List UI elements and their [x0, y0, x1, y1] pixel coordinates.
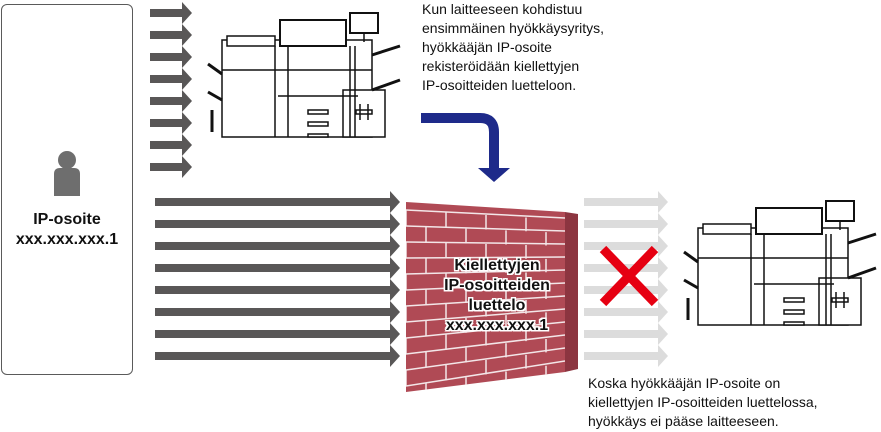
blocklist-line: Kiellettyjen	[454, 257, 540, 274]
mortar-line	[406, 360, 565, 387]
attack-arrow	[150, 2, 192, 24]
flow-arrow-icon	[421, 113, 510, 182]
printer-icon	[207, 12, 401, 138]
printer-icon	[683, 200, 877, 326]
caption-line: hyökkääjän IP-osoite	[422, 39, 552, 55]
printer-part	[847, 266, 877, 280]
attack-arrow	[150, 46, 192, 68]
blocked-x-icon	[599, 245, 659, 307]
blocklist-ip: xxx.xxx.xxx.1	[445, 317, 549, 334]
mortar-line	[406, 209, 565, 219]
printer-part	[831, 297, 849, 303]
printer-part	[371, 78, 401, 92]
mortar-line	[406, 308, 565, 323]
attack-arrow	[155, 213, 400, 235]
blocklist-label: Kiellettyjen IP-osoitteiden luettelo xxx…	[412, 256, 582, 336]
attack-arrow	[155, 235, 400, 257]
caption-line: Koska hyökkääjän IP-osoite on	[588, 375, 781, 391]
attack-arrow	[150, 24, 192, 46]
printer-part	[783, 321, 805, 326]
blocked-arrow	[584, 301, 668, 323]
mortar-line	[406, 241, 565, 245]
attack-arrow	[155, 323, 400, 345]
mortar-line	[406, 282, 565, 291]
blocklist-line: luettelo	[468, 297, 526, 314]
printer-part	[825, 200, 855, 222]
attack-arrow	[155, 257, 400, 279]
printer-part	[307, 133, 329, 138]
printer-part	[355, 109, 373, 115]
mortar-line	[406, 321, 565, 339]
attack-arrow	[155, 191, 400, 213]
attack-arrow	[150, 90, 192, 112]
printer-part	[783, 309, 805, 315]
printer-part	[226, 35, 276, 47]
attack-arrow	[155, 345, 400, 367]
person-icon	[54, 151, 80, 196]
blocked-arrow	[584, 279, 668, 301]
printer-part	[702, 223, 752, 235]
attack-arrow	[155, 301, 400, 323]
attack-arrows-bottom	[155, 191, 400, 367]
blocked-arrow	[584, 323, 668, 345]
attack-arrow	[150, 68, 192, 90]
printer-part	[371, 44, 401, 57]
attacker-ip-address: xxx.xxx.xxx.1	[15, 231, 119, 248]
mortar-line	[406, 295, 565, 307]
printer-part	[207, 62, 223, 76]
printer-part	[349, 12, 379, 34]
caption-line: ensimmäinen hyökkäysyritys,	[422, 20, 605, 36]
printer-part	[279, 19, 347, 47]
blocked-arrow	[584, 191, 668, 213]
mortar-line	[406, 269, 565, 275]
attacker-ip-label: IP-osoite	[33, 211, 101, 228]
attack-arrow	[150, 156, 192, 178]
caption-line: IP-osoitteiden luetteloon.	[422, 77, 577, 93]
blocked-arrow	[584, 213, 668, 235]
printer-part	[683, 250, 699, 264]
mortar-line	[406, 334, 565, 355]
attack-arrow	[155, 279, 400, 301]
printer-part	[207, 90, 223, 102]
blocklist-line: IP-osoitteiden	[444, 277, 550, 294]
mortar-line	[406, 347, 565, 371]
caption-line: hyökkäys ei pääse laitteeseen.	[588, 413, 779, 429]
mortar-line	[406, 225, 565, 232]
attack-arrows-top	[150, 2, 192, 178]
printer-part	[783, 297, 805, 303]
printer-part	[847, 232, 877, 245]
printer-part	[683, 278, 699, 290]
attacker-panel	[1, 4, 133, 375]
blocked-arrow	[584, 235, 668, 257]
brick-wall-icon	[406, 202, 578, 392]
printer-part	[755, 207, 823, 235]
caption-line: rekisteröidään kiellettyjen	[422, 58, 580, 74]
printer-part	[307, 121, 329, 127]
mortar-line	[406, 256, 565, 259]
bottom-caption: Koska hyökkääjän IP-osoite on kiellettyj…	[588, 374, 818, 431]
printer-part	[307, 109, 329, 115]
attack-arrow	[150, 134, 192, 156]
caption-line: kiellettyjen IP-osoitteiden luettelossa,	[588, 394, 818, 410]
blocked-arrow	[584, 345, 668, 367]
top-caption: Kun laitteeseen kohdistuu ensimmäinen hy…	[422, 0, 604, 95]
caption-line: Kun laitteeseen kohdistuu	[422, 1, 583, 17]
attack-arrow	[150, 112, 192, 134]
